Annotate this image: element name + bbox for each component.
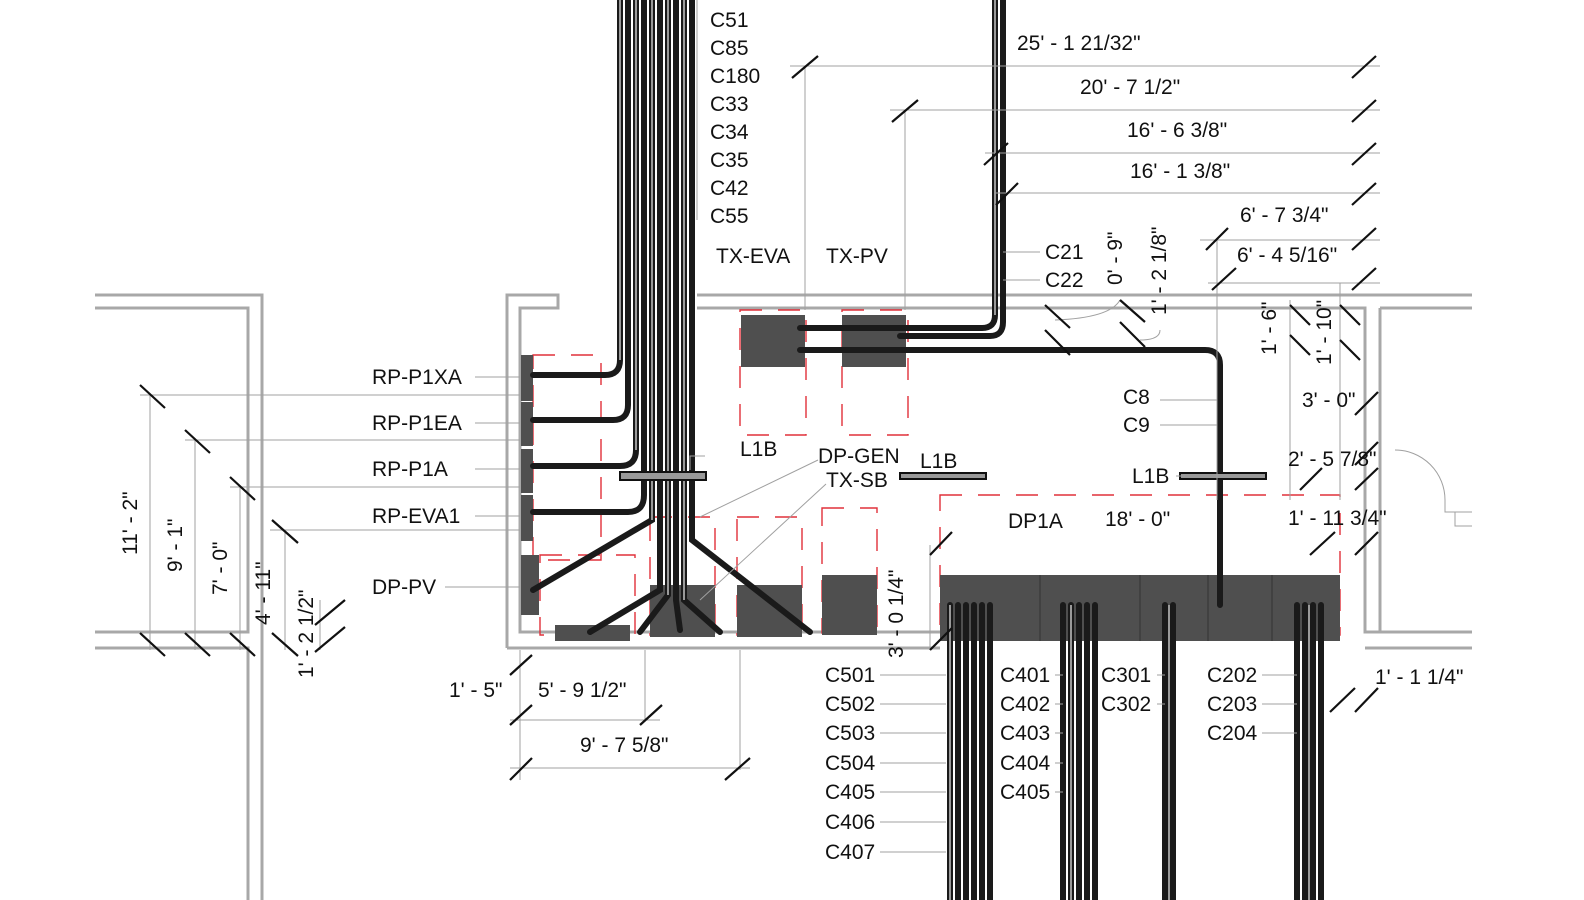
label-tx-pv: TX-PV — [826, 245, 888, 268]
label-tx-sb: TX-SB — [826, 469, 888, 492]
label-dp-gen: DP-GEN — [818, 445, 900, 468]
dim-text: 1' - 5" — [449, 679, 502, 702]
dimension-lines — [139, 0, 1380, 781]
label-c22: C22 — [1045, 269, 1084, 292]
label-c501: C501 — [825, 664, 875, 687]
dim-text: 3' - 0 1/4" — [885, 569, 908, 658]
label-rp-p1a: RP-P1A — [372, 458, 448, 481]
dim-text: 1' - 11 3/4" — [1288, 507, 1387, 530]
label-c402: C402 — [1000, 693, 1050, 716]
label-c180: C180 — [710, 65, 760, 88]
label-c405: C405 — [825, 781, 875, 804]
label-c9: C9 — [1123, 414, 1150, 437]
equipment-blocks — [521, 315, 1340, 641]
label-c51: C51 — [710, 9, 749, 32]
label-l1b: L1B — [1132, 465, 1169, 488]
label-c33: C33 — [710, 93, 749, 116]
label-rp-eva1: RP-EVA1 — [372, 505, 460, 528]
label-c55: C55 — [710, 205, 749, 228]
label-c406: C406 — [825, 811, 875, 834]
dim-text: 9' - 7 5/8" — [580, 734, 669, 757]
label-c301: C301 — [1101, 664, 1151, 687]
label-c21: C21 — [1045, 241, 1084, 264]
dim-text: 25' - 1 21/32" — [1017, 32, 1141, 55]
label-rp-p1ea: RP-P1EA — [372, 412, 462, 435]
label-c302: C302 — [1101, 693, 1151, 716]
label-c404: C404 — [1000, 752, 1051, 775]
sleeve-l1b-1 — [619, 471, 707, 481]
label-c504: C504 — [825, 752, 876, 775]
feeder-labels: C501 C502 C503 C504 C405 C406 C407 C401 … — [825, 664, 1297, 864]
dim-text: 4' - 11" — [252, 561, 275, 625]
dim-text: 18' - 0" — [1105, 508, 1170, 531]
label-dp-pv: DP-PV — [372, 576, 436, 599]
label-dp1a: DP1A — [1008, 510, 1063, 533]
label-c403: C403 — [1000, 722, 1050, 745]
walls — [95, 293, 1472, 900]
label-c202: C202 — [1207, 664, 1257, 687]
label-c503: C503 — [825, 722, 875, 745]
dim-text: 16' - 1 3/8" — [1130, 160, 1230, 183]
dim-text: 16' - 6 3/8" — [1127, 119, 1227, 142]
dim-text: 6' - 4 5/16" — [1237, 244, 1337, 267]
dim-text: 6' - 7 3/4" — [1240, 204, 1329, 227]
dim-text: 3' - 0" — [1302, 389, 1355, 412]
dim-text: 5' - 9 1/2" — [538, 679, 627, 702]
dim-text: 0' - 9" — [1104, 232, 1127, 285]
label-c85: C85 — [710, 37, 749, 60]
label-c203: C203 — [1207, 693, 1257, 716]
dim-text: 1' - 6" — [1258, 302, 1281, 355]
label-c502: C502 — [825, 693, 875, 716]
dim-text: 1' - 2 1/2" — [295, 589, 318, 678]
dim-text: 9' - 1" — [164, 519, 187, 572]
dim-text: 1' - 1 1/4" — [1375, 666, 1464, 689]
label-c8: C8 — [1123, 386, 1150, 409]
dimension-labels: 25' - 1 21/32" 20' - 7 1/2" 16' - 6 3/8"… — [119, 32, 1464, 757]
dim-text: 1' - 2 1/8" — [1148, 226, 1171, 315]
label-c401: C401 — [1000, 664, 1050, 687]
label-rp-p1xa: RP-P1XA — [372, 366, 462, 389]
label-l1b: L1B — [740, 438, 777, 461]
dim-text: 7' - 0" — [209, 542, 232, 595]
label-c204: C204 — [1207, 722, 1258, 745]
label-l1b: L1B — [920, 450, 957, 473]
equipment-labels: TX-EVA TX-PV RP-P1XA RP-P1EA RP-P1A RP-E… — [372, 241, 1217, 601]
dim-text: 2' - 5 7/8" — [1288, 448, 1377, 471]
label-c35: C35 — [710, 149, 749, 172]
sleeve-l1b-3 — [1179, 472, 1267, 480]
sleeve-l1b-2 — [899, 472, 987, 480]
label-c34: C34 — [710, 121, 749, 144]
label-c407: C407 — [825, 841, 875, 864]
dim-text: 1' - 10" — [1313, 300, 1336, 365]
riser-labels: C51 C85 C180 C33 C34 C35 C42 C55 — [710, 9, 760, 228]
label-c405: C405 — [1000, 781, 1050, 804]
dim-text: 11' - 2" — [119, 491, 142, 555]
label-c42: C42 — [710, 177, 749, 200]
conduits — [530, 0, 1324, 900]
label-tx-eva: TX-EVA — [716, 245, 790, 268]
dim-text: 20' - 7 1/2" — [1080, 76, 1180, 99]
